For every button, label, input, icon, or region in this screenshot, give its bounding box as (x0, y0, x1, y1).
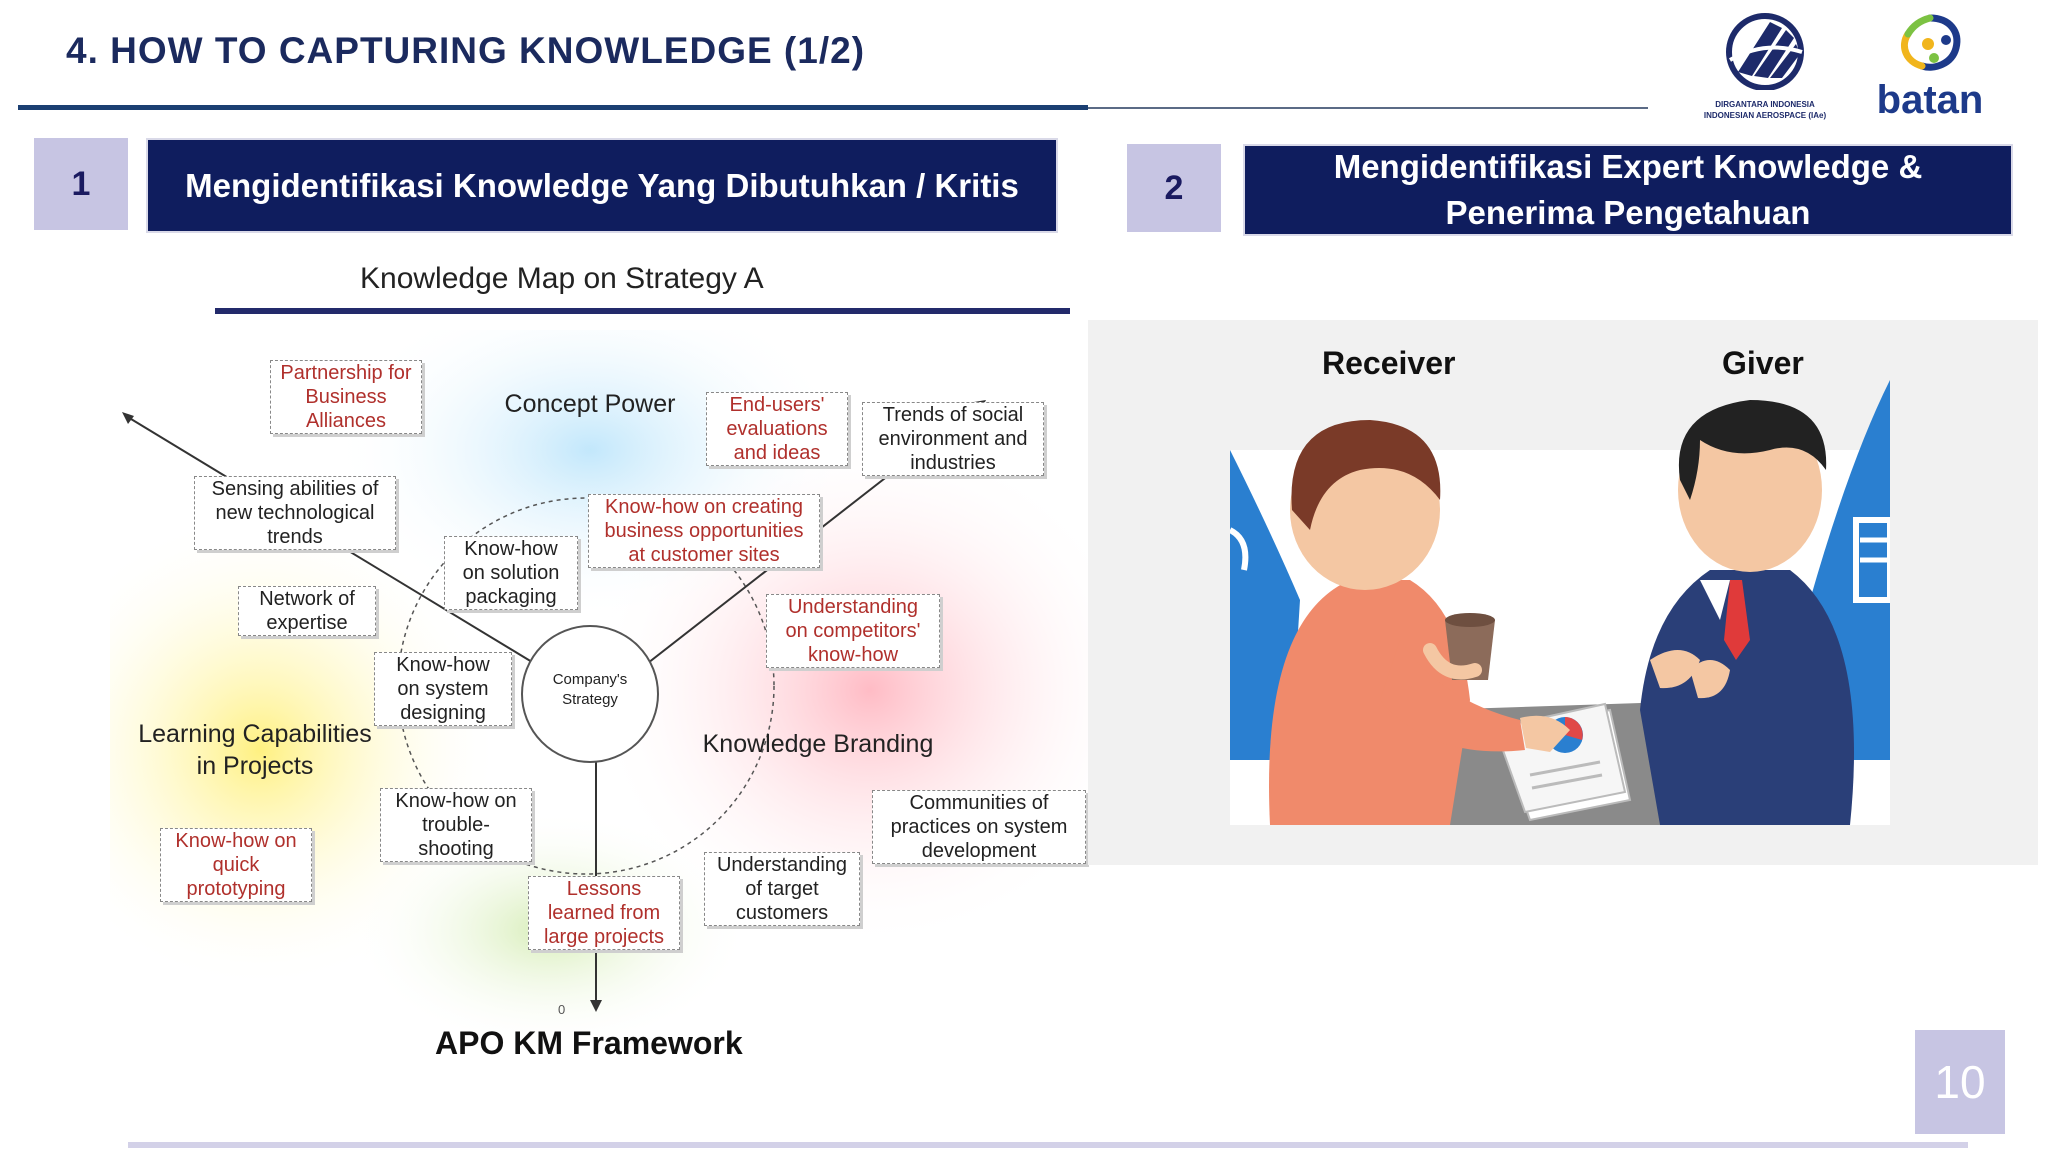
dirgantara-line2: INDONESIAN AEROSPACE (IAe) (1703, 111, 1827, 120)
knowledge-map-title: Knowledge Map on Strategy A (360, 262, 764, 295)
section1-heading: Mengidentifikasi Knowledge Yang Dibutuhk… (146, 138, 1058, 233)
note-line: know-how (807, 644, 899, 666)
page-number: 10 (1915, 1030, 2005, 1134)
note-prototyping: Know-how on quick prototyping (160, 828, 312, 902)
note-line: Understanding (787, 596, 919, 618)
cup-icon (1445, 620, 1495, 680)
note-line: on system (397, 678, 489, 700)
knowledge-map-underline (215, 308, 1070, 314)
note-communities: Communities of practices on system devel… (872, 790, 1086, 864)
note-line: Know-how on creating (605, 496, 803, 518)
apo-km-framework-caption: APO KM Framework (435, 1025, 743, 1061)
axis-origin-label: 0 (558, 1002, 566, 1017)
note-network: Network of expertise (238, 586, 376, 636)
footer-rule (128, 1142, 1968, 1148)
note-line: Lessons (566, 878, 642, 900)
note-line: industries (910, 452, 996, 474)
note-line: quick (212, 854, 260, 876)
note-line: trouble- (422, 814, 490, 836)
note-line: at customer sites (628, 544, 780, 566)
strategy-orbit (397, 497, 775, 875)
note-line: Understanding (716, 854, 848, 876)
note-line: development (921, 840, 1037, 862)
note-line: prototyping (186, 878, 286, 900)
section2-heading: Mengidentifikasi Expert Knowledge & Pene… (1243, 144, 2013, 236)
note-line: on competitors' (785, 620, 921, 642)
dirgantara-logo: DIRGANTARA INDONESIA INDONESIAN AEROSPAC… (1690, 10, 1840, 125)
receiver-label: Receiver (1322, 345, 1456, 381)
note-know-how-creating: Know-how on creating business opportunit… (588, 494, 820, 568)
note-line: expertise (266, 612, 348, 634)
section1-number: 1 (34, 138, 128, 230)
note-trends: Trends of social environment and industr… (862, 402, 1044, 476)
note-solution-packaging: Know-how on solution packaging (444, 536, 578, 610)
receiver-giver-illustration (1230, 380, 1890, 825)
note-line: shooting (418, 838, 494, 860)
note-line: Network of (259, 588, 355, 610)
slide-title: 4. HOW TO CAPTURING KNOWLEDGE (1/2) (66, 30, 866, 71)
note-line: customers (735, 902, 829, 924)
note-line: trends (267, 526, 323, 548)
dirgantara-emblem-icon (1726, 13, 1804, 91)
note-line: Partnership for (280, 362, 412, 384)
dirgantara-line1: DIRGANTARA INDONESIA (1715, 100, 1815, 109)
note-line: environment and (878, 428, 1028, 450)
note-line: Sensing abilities of (211, 478, 379, 500)
note-line: and ideas (733, 442, 821, 464)
axis-left-arrow (125, 415, 599, 703)
note-system-designing: Know-how on system designing (374, 652, 512, 726)
learning-line2: in Projects (196, 752, 314, 780)
knowledge-branding-label: Knowledge Branding (702, 730, 934, 758)
note-lessons: Lessons learned from large projects (528, 876, 680, 950)
note-line: Alliances (305, 410, 387, 432)
batan-logo: batan (1870, 10, 1990, 125)
note-target-customers: Understanding of target customers (704, 852, 860, 926)
note-line: learned from (547, 902, 661, 924)
note-partnership: Partnership for Business Alliances (270, 360, 422, 434)
knowledge-map: Company's Strategy Concept Power Learnin… (110, 330, 1090, 1050)
note-line: Trends of social (882, 404, 1024, 426)
receiver-hair (1291, 420, 1441, 530)
note-competitors: Understanding on competitors' know-how (766, 594, 940, 668)
section2-heading-line2: Penerima Pengetahuan (1445, 194, 1811, 231)
note-line: business opportunities (604, 520, 804, 542)
concept-power-label: Concept Power (504, 390, 676, 418)
note-sensing: Sensing abilities of new technological t… (194, 476, 396, 550)
note-line: practices on system (890, 816, 1068, 838)
giver-label: Giver (1722, 345, 1804, 381)
note-line: Know-how (464, 538, 558, 560)
note-line: large projects (543, 926, 665, 948)
note-line: End-users' (729, 394, 825, 416)
batan-emblem-icon (1901, 14, 1961, 71)
section2-heading-line1: Mengidentifikasi Expert Knowledge & (1333, 148, 1923, 185)
note-line: of target (745, 878, 819, 900)
receiver-body (1269, 580, 1470, 825)
note-line: evaluations (726, 418, 828, 440)
note-line: designing (400, 702, 486, 724)
learning-line1: Learning Capabilities (138, 720, 372, 748)
giver-tie (1724, 580, 1750, 660)
note-line: Know-how on (395, 790, 517, 812)
note-line: Business (305, 386, 387, 408)
note-line: Know-how on (175, 830, 297, 852)
giver-head (1678, 408, 1822, 572)
section2-number: 2 (1127, 144, 1221, 232)
note-line: packaging (465, 586, 557, 608)
title-underline (18, 105, 1088, 110)
company-strategy-line1: Company's (552, 671, 628, 688)
note-troubleshooting: Know-how on trouble- shooting (380, 788, 532, 862)
note-line: on solution (462, 562, 560, 584)
note-line: Know-how (396, 654, 490, 676)
company-strategy-circle (521, 625, 659, 763)
note-line: Communities of (909, 792, 1049, 814)
company-strategy-label: Company's Strategy (530, 670, 650, 710)
note-end-users: End-users' evaluations and ideas (706, 392, 848, 466)
giver-body (1640, 570, 1854, 825)
batan-text: batan (1876, 78, 1984, 122)
learning-capabilities-label: Learning Capabilities in Projects (130, 718, 380, 782)
giver-hair (1678, 400, 1827, 500)
note-line: new technological (215, 502, 375, 524)
title-underline-thin (1088, 107, 1648, 109)
company-strategy-line2: Strategy (562, 691, 618, 708)
